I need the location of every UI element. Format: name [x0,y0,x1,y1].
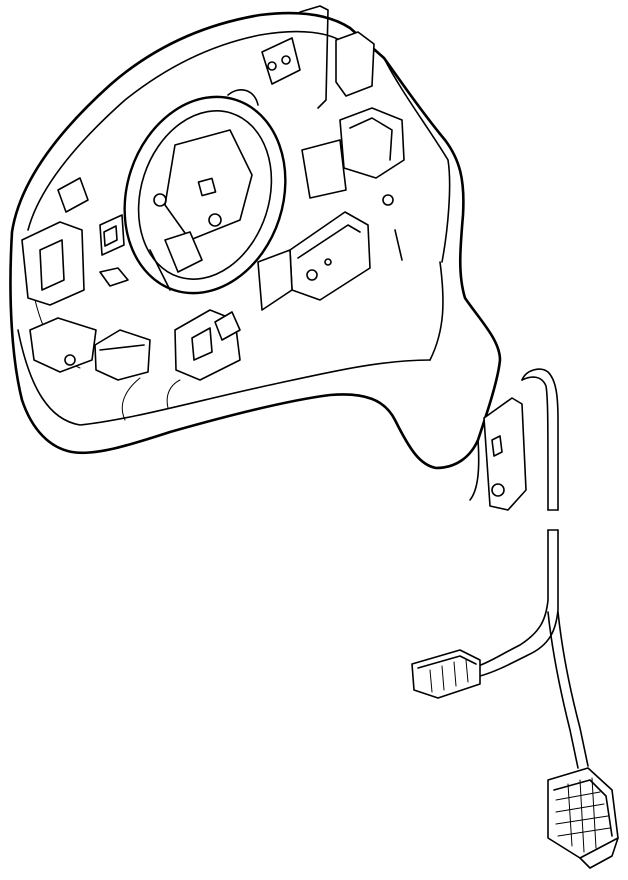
upper-bracket [261,5,405,261]
harness-connector-large [547,767,619,869]
mirror-adjust-motor [123,89,287,295]
mirror-base-mount [174,211,371,381]
harness-connector-small [411,649,481,699]
mirror-housing [9,11,502,470]
mirror-stalk [469,397,527,511]
wiring-harness [477,368,589,769]
left-bracket [21,177,151,381]
